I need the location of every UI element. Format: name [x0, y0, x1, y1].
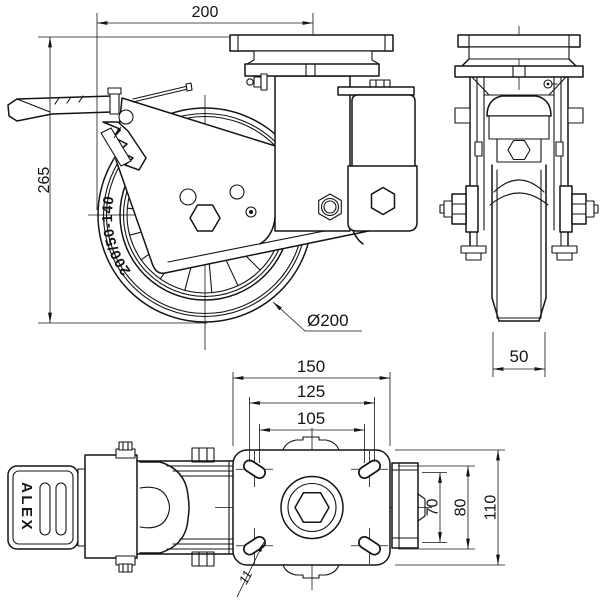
- brake-pedal-plan: ALEX: [7, 465, 79, 550]
- dim-70-label: 70: [425, 499, 442, 517]
- release-rod: [132, 85, 189, 100]
- axle-hex-nut: [189, 204, 221, 232]
- dim-diameter-label: Ø200: [307, 311, 349, 330]
- pedal-rib: [55, 482, 67, 536]
- pedal-rib: [39, 482, 51, 536]
- front-view: 200/50-140: [7, 13, 418, 350]
- housing-bolt: [369, 79, 391, 88]
- brake-housing-leg: [337, 79, 418, 232]
- plan-view: ALEX: [7, 428, 432, 590]
- grease-fitting-icon: [246, 73, 268, 91]
- brand-label: ALEX: [18, 482, 35, 532]
- plate-hole: [179, 188, 197, 206]
- swivel-column: [259, 75, 364, 245]
- dim-125-label: 125: [297, 382, 325, 401]
- leader-wheel-diameter: [272, 301, 306, 332]
- plate-rivet: [245, 206, 257, 218]
- dim-80-label: 80: [453, 499, 470, 517]
- brake-block-side: [486, 95, 552, 206]
- leg-tab: [567, 107, 584, 124]
- pedal-lever: [7, 95, 113, 122]
- top-plate-front: [229, 34, 394, 91]
- wheel-plan: [391, 462, 426, 549]
- brake-hex-nut: [507, 139, 531, 161]
- plate-hole: [229, 184, 245, 200]
- dim-110-label: 110: [483, 495, 500, 521]
- leader-slot-width: [236, 541, 265, 598]
- fork-arms-plan: [136, 460, 234, 555]
- dim-150-label: 150: [297, 357, 325, 376]
- pivot-hole: [118, 109, 134, 125]
- dim-200-label: 200: [192, 4, 219, 21]
- grease-fitting-side-icon: [543, 79, 558, 89]
- dim-50-label: 50: [510, 347, 529, 366]
- wheel-side: [491, 164, 547, 322]
- dim-11-label: 11: [236, 568, 255, 587]
- dimensions: 200 265 Ø200 50 150 125 105 70 80 110 11: [36, 4, 546, 598]
- kingpin-hex-plan: [294, 492, 330, 523]
- brake-pedal-front: [7, 82, 193, 171]
- mounting-plate: [232, 436, 391, 579]
- pedal-pin: [109, 91, 120, 115]
- swivel-boss: [280, 475, 344, 540]
- top-plate-side: [457, 34, 581, 48]
- leg-tab: [454, 107, 471, 124]
- tire-size-marking: 200/50-140: [100, 195, 134, 278]
- fork-bolt-hex: [370, 186, 396, 216]
- dim-265-label: 265: [36, 167, 53, 194]
- axle-nut-right: [559, 185, 599, 233]
- pedal-bracket: [84, 454, 138, 559]
- axle-nut-left: [439, 185, 479, 233]
- side-view: [439, 26, 599, 322]
- dim-105-label: 105: [297, 409, 325, 428]
- bolt-slots: [243, 459, 381, 556]
